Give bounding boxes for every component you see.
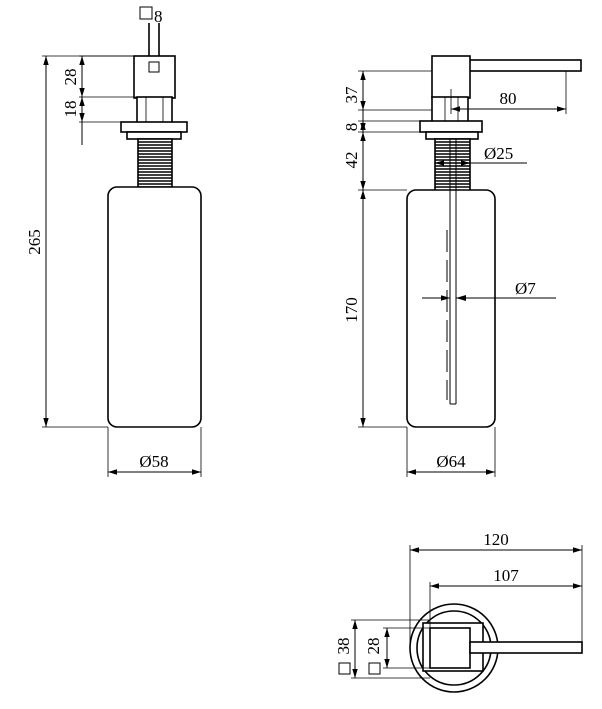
front-flange bbox=[120, 121, 188, 133]
top-head-square bbox=[429, 627, 471, 669]
dim-head-height: 28 bbox=[61, 69, 80, 86]
front-bottle bbox=[107, 186, 202, 428]
dim-overall-length: 120 bbox=[483, 530, 509, 549]
dim-tube-diameter: Ø7 bbox=[515, 279, 536, 298]
dim-thread-diameter: Ø25 bbox=[484, 144, 513, 163]
side-flange bbox=[419, 120, 483, 133]
square-symbol-icon bbox=[338, 662, 351, 675]
side-bottle bbox=[406, 189, 496, 428]
dim-total-height: 265 bbox=[25, 229, 44, 255]
dim-square-top: 8 bbox=[154, 7, 163, 26]
top-view: 120 107 38 28 bbox=[334, 530, 583, 693]
dim-outer-square: 38 bbox=[334, 638, 353, 655]
dim-spout-length: 80 bbox=[500, 89, 517, 108]
dim-neck-height: 18 bbox=[61, 101, 80, 118]
square-symbol-icon bbox=[139, 6, 153, 20]
front-view: 8 28 18 265 Ø58 bbox=[25, 6, 202, 477]
dim-side-head-height: 37 bbox=[342, 86, 361, 104]
top-spout bbox=[469, 641, 583, 654]
dim-flange: 8 bbox=[342, 123, 361, 132]
square-symbol-icon bbox=[368, 662, 381, 675]
dim-inner-square: 28 bbox=[364, 638, 383, 655]
dim-front-bottle-diameter: Ø58 bbox=[139, 452, 168, 471]
side-view: 37 8 42 170 80 Ø25 Ø7 Ø64 bbox=[342, 55, 582, 477]
dim-bottle-height: 170 bbox=[342, 297, 361, 323]
side-thread bbox=[434, 138, 471, 192]
dim-spout-reach: 107 bbox=[493, 566, 519, 585]
front-pump-head bbox=[133, 55, 176, 99]
dim-thread-length: 42 bbox=[342, 152, 361, 169]
front-neck bbox=[136, 96, 173, 124]
dim-side-bottle-diameter: Ø64 bbox=[436, 452, 466, 471]
front-head-square-icon bbox=[148, 61, 160, 73]
side-spout bbox=[467, 59, 582, 72]
